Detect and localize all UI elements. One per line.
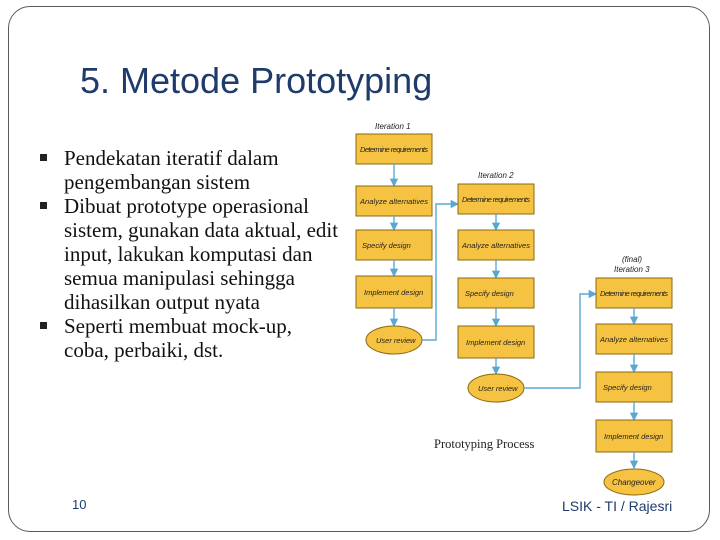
- iteration2-label: Iteration 2: [478, 171, 514, 180]
- iter3-changeover-label: Changeover: [612, 478, 656, 487]
- iter1-step-3: Specify design: [355, 229, 433, 261]
- page-number: 10: [72, 497, 87, 512]
- iteration1-label: Iteration 1: [375, 122, 411, 131]
- iter3-changeover: Changeover: [603, 468, 665, 496]
- bullet-text: Seperti membuat mock-up, coba, perbaiki,…: [64, 314, 293, 362]
- iter1-step-4-label: Implement design: [364, 288, 423, 297]
- bullet-text: Pendekatan iteratif dalam pengembangan s…: [64, 146, 279, 194]
- iter2-step-2-label: Analyze alternatives: [461, 241, 530, 250]
- footer-text: LSIK - TI / Rajesri: [562, 498, 673, 514]
- iter2-step-1-label: Determine requirements: [462, 195, 530, 204]
- iter1-step-4: Implement design: [355, 275, 433, 309]
- iter1-step-3-label: Specify design: [362, 241, 411, 250]
- slide-frame: [8, 6, 710, 532]
- iter2-step-4-label: Implement design: [466, 338, 525, 347]
- bullet-text: Dibuat prototype operasional sistem, gun…: [64, 194, 339, 314]
- bullet-item: Seperti membuat mock-up, coba, perbaiki,…: [40, 314, 340, 362]
- iter2-step-2: Analyze alternatives: [457, 229, 535, 261]
- iter3-step-4: Implement design: [595, 419, 673, 453]
- bullet-marker-icon: [40, 322, 47, 329]
- iter1-user-review: User review: [365, 325, 423, 355]
- diagram-caption: Prototyping Process: [434, 437, 535, 451]
- iter2-user-review: User review: [467, 373, 525, 403]
- iter1-user-review-label: User review: [376, 336, 416, 345]
- bullet-item: Pendekatan iteratif dalam pengembangan s…: [40, 146, 340, 194]
- iter3-step-2-label: Analyze alternatives: [599, 335, 668, 344]
- bullet-marker-icon: [40, 154, 47, 161]
- bullet-item: Dibuat prototype operasional sistem, gun…: [40, 194, 340, 314]
- iter3-step-2: Analyze alternatives: [595, 323, 673, 355]
- iter3-step-1: Determine requirements: [595, 277, 673, 309]
- iter2-step-4: Implement design: [457, 325, 535, 359]
- iter2-step-1: Determine requirements: [457, 183, 535, 215]
- bullet-marker-icon: [40, 202, 47, 209]
- iteration3-label: Iteration 3: [614, 265, 650, 274]
- iter2-step-3: Specify design: [457, 277, 535, 309]
- iter3-step-3-label: Specify design: [603, 383, 652, 392]
- iteration3-label-top: (final): [622, 255, 642, 264]
- prototyping-process-diagram: Iteration 1 Determine requirements Analy…: [355, 122, 673, 496]
- iter3-step-1-label: Determine requirements: [600, 289, 668, 298]
- slide-title: 5. Metode Prototyping: [80, 60, 433, 101]
- iter3-step-3: Specify design: [595, 371, 673, 403]
- iter1-step-2: Analyze alternatives: [355, 185, 433, 217]
- iter1-step-2-label: Analyze alternatives: [359, 197, 428, 206]
- iter3-step-4-label: Implement design: [604, 432, 663, 441]
- iter1-step-1: Determine requirements: [355, 133, 433, 165]
- iter1-step-1-label: Determine requirements: [360, 145, 428, 154]
- iter2-user-review-label: User review: [478, 384, 518, 393]
- bullet-list: Pendekatan iteratif dalam pengembangan s…: [40, 146, 340, 362]
- iter2-step-3-label: Specify design: [465, 289, 514, 298]
